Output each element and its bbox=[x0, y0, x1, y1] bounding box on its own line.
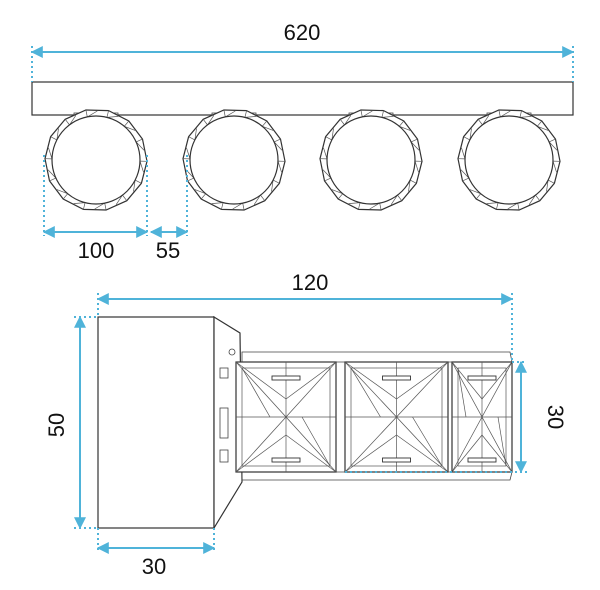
shade-group bbox=[44, 109, 561, 211]
mounting-block bbox=[97, 316, 215, 529]
crystal-band-top bbox=[241, 351, 513, 363]
ceiling-rail bbox=[31, 81, 574, 116]
shade-gap-label: 55 bbox=[156, 238, 180, 263]
crystal-block bbox=[451, 361, 513, 473]
crystal-band-bottom bbox=[241, 471, 513, 481]
bracket-clip-bottom bbox=[219, 449, 229, 463]
rail-length-label: 620 bbox=[284, 20, 321, 45]
shade-diameter-label: 100 bbox=[78, 238, 115, 263]
crystal-shade bbox=[319, 109, 423, 211]
base-depth-label: 30 bbox=[142, 554, 166, 579]
side-height-label: 50 bbox=[44, 413, 69, 437]
crystal-shade bbox=[44, 109, 148, 211]
side-dimensions: 120 50 30 30 bbox=[44, 270, 568, 579]
crystal-shade bbox=[457, 109, 561, 211]
bracket-clip-top bbox=[219, 367, 229, 379]
side-view bbox=[97, 315, 513, 531]
crystal-group bbox=[235, 361, 513, 473]
front-view bbox=[31, 81, 574, 211]
side-length-label: 120 bbox=[292, 270, 329, 295]
crystal-height-label: 30 bbox=[543, 405, 568, 429]
crystal-block bbox=[344, 361, 449, 473]
bracket-screw-top bbox=[228, 348, 236, 356]
crystal-block bbox=[235, 361, 337, 473]
bracket-clip-middle bbox=[219, 407, 229, 439]
crystal-shade bbox=[182, 109, 286, 211]
front-dimensions: 620 100 55 bbox=[30, 20, 575, 263]
